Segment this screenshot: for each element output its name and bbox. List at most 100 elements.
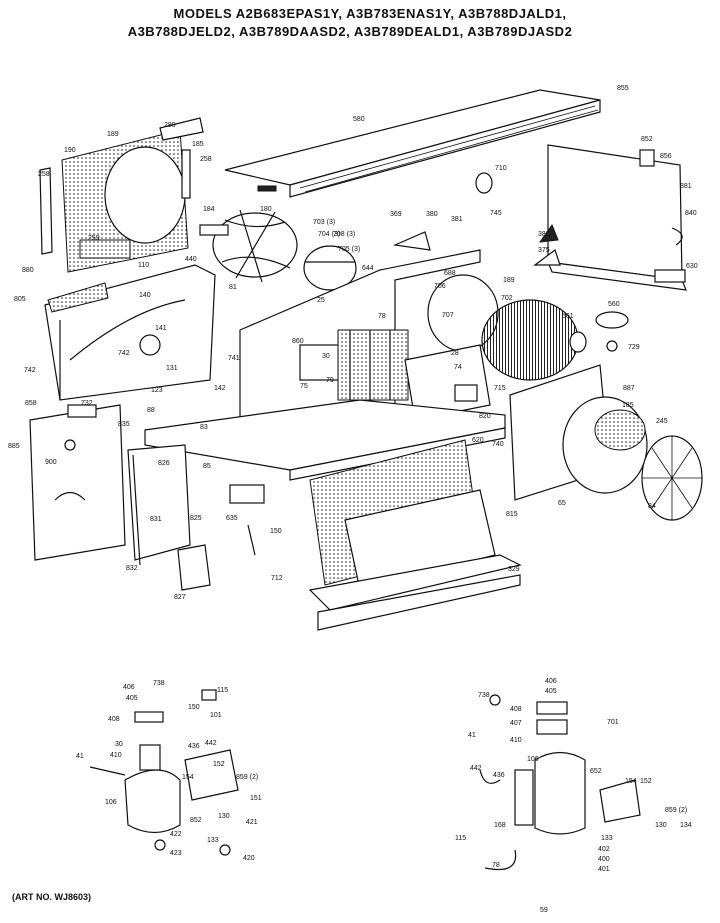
callout-382: 382 [538, 231, 550, 238]
callout-860: 860 [292, 338, 304, 345]
callout-b436: 436 [493, 772, 505, 779]
front-grille-panel [39, 117, 204, 273]
fan-motor [303, 245, 357, 291]
callout-881: 881 [680, 183, 692, 190]
compressor-assembly-b [479, 694, 641, 871]
callout-b59: 59 [540, 907, 548, 914]
callout-84: 84 [648, 503, 656, 510]
callout-644: 644 [362, 265, 374, 272]
callout-561: 561 [562, 313, 574, 320]
callout-b401: 401 [598, 866, 610, 873]
callout-704: 704 (3) [318, 231, 340, 238]
callout-85a: 85 [203, 463, 211, 470]
callout-b405: 405 [545, 688, 557, 695]
callout-a133: 133 [207, 837, 219, 844]
callout-a436: 436 [188, 743, 200, 750]
callout-a152: 152 [213, 761, 225, 768]
callout-labels: 855 580 280 189 185 258 190 258 259 184 … [8, 85, 698, 914]
evaporator-coil-sections [337, 329, 409, 401]
misc-small-parts [67, 172, 629, 591]
callout-380: 380 [426, 211, 438, 218]
base-pan [144, 399, 506, 481]
control-box-panel [44, 264, 216, 401]
callout-740: 740 [492, 441, 504, 448]
callout-745: 745 [490, 210, 502, 217]
callout-a410: 410 [110, 752, 122, 759]
callout-131: 131 [166, 365, 178, 372]
callout-712: 712 [271, 575, 283, 582]
callout-a406: 406 [123, 684, 135, 691]
callout-827: 827 [174, 594, 186, 601]
callout-a738: 738 [153, 680, 165, 687]
callout-852: 852 [641, 136, 653, 143]
callout-369: 369 [390, 211, 402, 218]
callout-83: 83 [200, 424, 208, 431]
callout-189: 189 [107, 131, 119, 138]
callout-189b: 189 [503, 277, 515, 284]
callout-832: 832 [126, 565, 138, 572]
condenser-shroud [509, 364, 648, 501]
callout-742b: 742 [24, 367, 36, 374]
condenser-fan-blade [199, 209, 298, 283]
callout-620: 620 [472, 437, 484, 444]
model-list-line-2: A3B788DJELD2, A3B789DAASD2, A3B789DEALD1… [127, 24, 573, 39]
callout-887: 887 [623, 385, 635, 392]
callout-831: 831 [150, 516, 162, 523]
callout-741: 741 [228, 355, 240, 362]
callout-b400: 400 [598, 856, 610, 863]
callout-820: 820 [479, 413, 491, 420]
support-bracket [127, 444, 191, 566]
callout-b402: 402 [598, 846, 610, 853]
callout-635: 635 [226, 515, 238, 522]
callout-b859: 859 (2) [665, 807, 687, 814]
callout-180: 180 [260, 206, 272, 213]
callout-a859: 859 (2) [236, 774, 258, 781]
callout-190: 190 [64, 147, 76, 154]
callout-b652: 652 [590, 768, 602, 775]
left-side-panel [29, 404, 126, 561]
callout-28: 28 [451, 350, 459, 357]
callout-78: 78 [378, 313, 386, 320]
callout-702: 702 [501, 295, 513, 302]
callout-580: 580 [353, 116, 365, 123]
callout-a423: 423 [170, 850, 182, 857]
callout-855: 855 [617, 85, 629, 92]
callout-b41: 41 [468, 732, 476, 739]
callout-25: 25 [317, 297, 325, 304]
callout-a421: 421 [246, 819, 258, 826]
callout-729: 729 [628, 344, 640, 351]
callout-b78: 78 [492, 862, 500, 869]
callout-b408: 408 [510, 706, 522, 713]
callout-b407: 407 [510, 720, 522, 727]
compressor-assembly-a [89, 689, 239, 856]
callout-a422: 422 [170, 831, 182, 838]
callout-703: 703 (3) [313, 219, 335, 226]
callout-706: 706 [434, 283, 446, 290]
callout-258b: 258 [200, 156, 212, 163]
callout-900: 900 [45, 459, 57, 466]
callout-707: 707 [442, 312, 454, 319]
callout-280: 280 [164, 122, 176, 129]
callout-880: 880 [22, 267, 34, 274]
callout-b168: 168 [494, 822, 506, 829]
callout-710: 710 [495, 165, 507, 172]
callout-88: 88 [147, 407, 155, 414]
callout-b410: 410 [510, 737, 522, 744]
callout-150: 150 [270, 528, 282, 535]
callout-142: 142 [214, 385, 226, 392]
callout-185b: 185 [622, 402, 634, 409]
callout-a106: 106 [105, 799, 117, 806]
callout-185: 185 [192, 141, 204, 148]
callout-184: 184 [203, 206, 215, 213]
fan-guard [641, 435, 703, 521]
callout-b154: 154 [625, 778, 637, 785]
callout-835: 835 [118, 421, 130, 428]
callout-a154: 154 [182, 774, 194, 781]
callout-825: 825 [190, 515, 202, 522]
callout-a408: 408 [108, 716, 120, 723]
callout-375: 375 [538, 247, 550, 254]
callout-b738: 738 [478, 692, 490, 699]
callout-805: 805 [14, 296, 26, 303]
callout-381: 381 [451, 216, 463, 223]
